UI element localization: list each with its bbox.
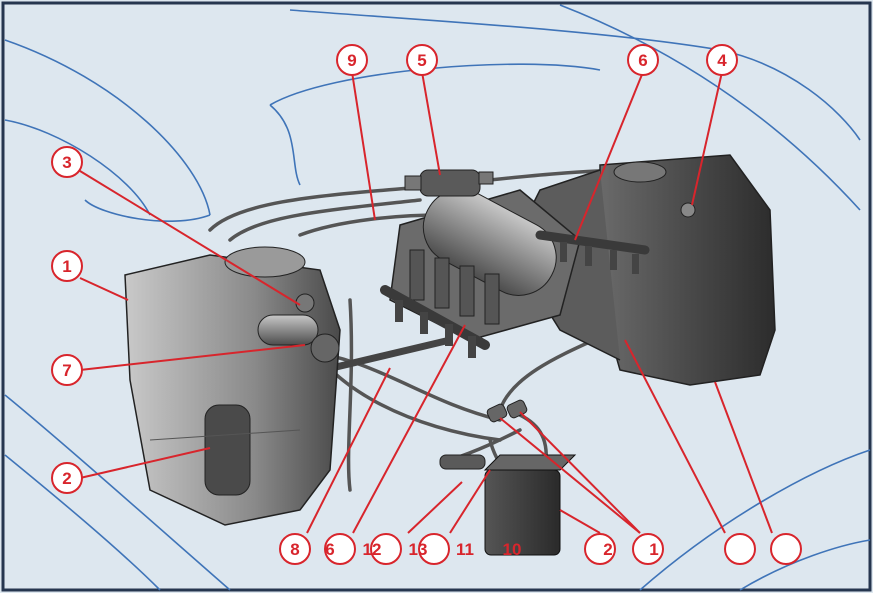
callout-label: 7 [62,361,71,380]
callout-6-top: 6 [627,44,659,76]
callout-label: 13 [409,540,428,559]
fuel-rail-right [535,230,650,255]
fuel-pump-left [257,293,340,363]
injectors [395,242,639,358]
callout-label: 1 [649,540,658,559]
fuel-rail-left [380,285,490,350]
intake-plenum [389,189,581,341]
leader-lines [79,71,773,534]
left-fuel-tank [124,246,341,526]
callout-blank-b [770,533,802,565]
callout-4: 4 [706,44,738,76]
callout-label: 4 [717,51,727,70]
callout-label: 2 [62,469,71,488]
callout-label: 3 [62,153,71,172]
callout-7: 7 [51,354,83,386]
callout-1-bottom: 1 [632,533,664,565]
callout-13: 13 [409,533,450,565]
callout-12: 12 [363,533,402,565]
callout-label: 6 [325,540,334,559]
callout-label: 10 [503,540,522,559]
callout-label: 2 [603,540,612,559]
callout-6-bottom: 6 [324,533,356,565]
charcoal-canister [439,454,577,556]
callout-label: 1 [62,257,71,276]
fuel-filter [404,169,494,197]
callout-5: 5 [406,44,438,76]
callout-8: 8 [279,533,311,565]
callout-11: 11 [456,540,474,559]
left-tank-sensor [204,404,251,496]
callout-9: 9 [336,44,368,76]
callout-2-bottom: 2 [584,533,616,565]
callout-label: 6 [638,51,647,70]
callout-label: 5 [417,51,426,70]
callout-2-left: 2 [51,462,83,494]
callout-10: 10 [503,540,522,559]
callout-label: 8 [290,540,299,559]
callout-label: 12 [363,540,382,559]
callout-3: 3 [51,146,83,178]
car-body-outline [4,4,871,591]
callout-blank-a [724,533,756,565]
callout-1-left: 1 [51,250,83,282]
callout-label: 11 [456,540,474,559]
callout-label: 9 [347,51,356,70]
